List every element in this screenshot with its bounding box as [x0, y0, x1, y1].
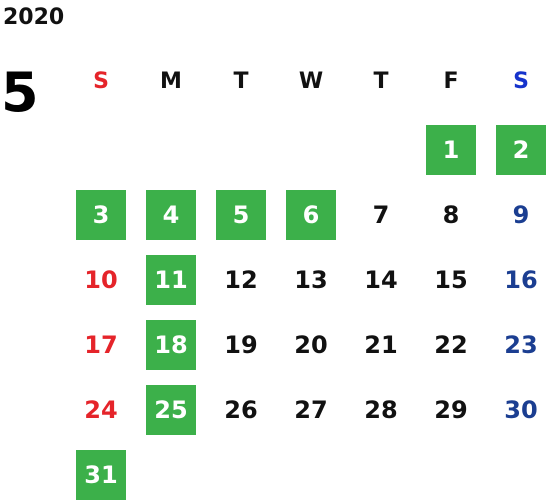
day-cell-26[interactable]: 26	[224, 396, 258, 424]
year-label: 2020	[3, 5, 65, 30]
weekday-header-sun: S	[93, 69, 109, 94]
day-cell-23[interactable]: 23	[504, 331, 538, 359]
day-cell-10[interactable]: 10	[84, 266, 118, 294]
day-cell-1[interactable]: 1	[426, 125, 476, 175]
day-cell-30[interactable]: 30	[504, 396, 538, 424]
day-cell-8[interactable]: 8	[442, 201, 460, 229]
day-cell-7[interactable]: 7	[372, 201, 390, 229]
day-cell-15[interactable]: 15	[434, 266, 468, 294]
day-cell-4[interactable]: 4	[146, 190, 196, 240]
day-cell-29[interactable]: 29	[434, 396, 468, 424]
day-cell-14[interactable]: 14	[364, 266, 398, 294]
day-cell-19[interactable]: 19	[224, 331, 258, 359]
day-cell-27[interactable]: 27	[294, 396, 328, 424]
day-cell-20[interactable]: 20	[294, 331, 328, 359]
day-cell-3[interactable]: 3	[76, 190, 126, 240]
month-label: 5	[1, 61, 39, 124]
day-cell-28[interactable]: 28	[364, 396, 398, 424]
day-cell-22[interactable]: 22	[434, 331, 468, 359]
day-cell-17[interactable]: 17	[84, 331, 118, 359]
weekday-header-wed: W	[298, 69, 324, 94]
weekday-header-sat: S	[513, 69, 529, 94]
day-cell-9[interactable]: 9	[512, 201, 530, 229]
weekday-header-tue: T	[233, 69, 249, 94]
weekday-header-fri: F	[443, 69, 459, 94]
day-cell-11[interactable]: 11	[146, 255, 196, 305]
day-cell-5[interactable]: 5	[216, 190, 266, 240]
day-cell-21[interactable]: 21	[364, 331, 398, 359]
day-cell-25[interactable]: 25	[146, 385, 196, 435]
day-cell-18[interactable]: 18	[146, 320, 196, 370]
day-cell-31[interactable]: 31	[76, 450, 126, 500]
day-cell-13[interactable]: 13	[294, 266, 328, 294]
day-cell-24[interactable]: 24	[84, 396, 118, 424]
day-cell-16[interactable]: 16	[504, 266, 538, 294]
day-cell-12[interactable]: 12	[224, 266, 258, 294]
day-cell-6[interactable]: 6	[286, 190, 336, 240]
weekday-header-thu: T	[373, 69, 389, 94]
weekday-header-mon: M	[160, 69, 182, 94]
day-cell-2[interactable]: 2	[496, 125, 546, 175]
